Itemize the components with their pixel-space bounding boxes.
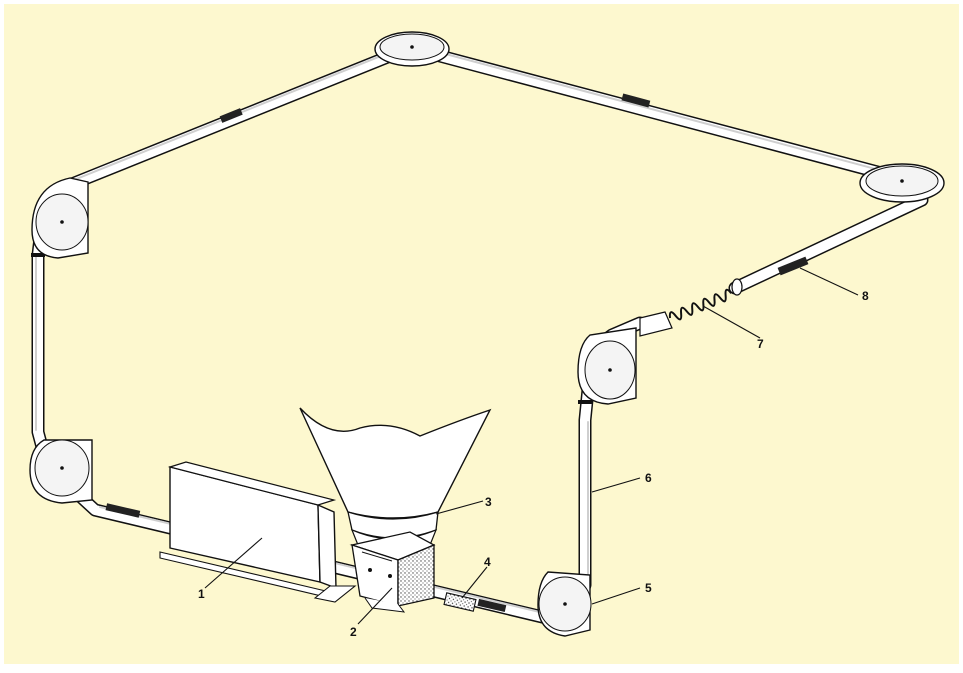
background-panel — [4, 4, 959, 664]
coupling-band — [219, 108, 243, 123]
callout-4: 4 — [484, 555, 491, 569]
coupling-band-8 — [777, 256, 809, 276]
callout-6: 6 — [645, 471, 652, 485]
coupling-band — [477, 598, 507, 613]
corner-pulley-left-lower — [29, 439, 93, 504]
callout-8: 8 — [862, 289, 869, 303]
belt-guard-housing — [159, 461, 357, 603]
callout-labels: 1 2 3 4 5 6 7 8 — [198, 289, 869, 639]
feed-hopper — [299, 407, 492, 554]
drive-pulley — [537, 571, 592, 637]
tube-couplings — [31, 93, 651, 613]
flexible-coil-section — [639, 278, 743, 337]
coupling-band — [621, 93, 651, 108]
callout-1: 1 — [198, 587, 205, 601]
corner-pulley-top — [374, 31, 450, 67]
corner-pulley-left-upper — [31, 177, 89, 259]
corner-pulley-right — [859, 163, 945, 203]
callout-2: 2 — [350, 625, 357, 639]
coupling-band — [105, 503, 141, 518]
callout-3: 3 — [485, 495, 492, 509]
corner-pulley-inner — [577, 327, 637, 405]
callout-7: 7 — [757, 337, 764, 351]
leader-lines — [204, 267, 859, 625]
sight-glass — [443, 592, 477, 612]
callout-5: 5 — [645, 581, 652, 595]
inlet-box — [349, 531, 436, 613]
